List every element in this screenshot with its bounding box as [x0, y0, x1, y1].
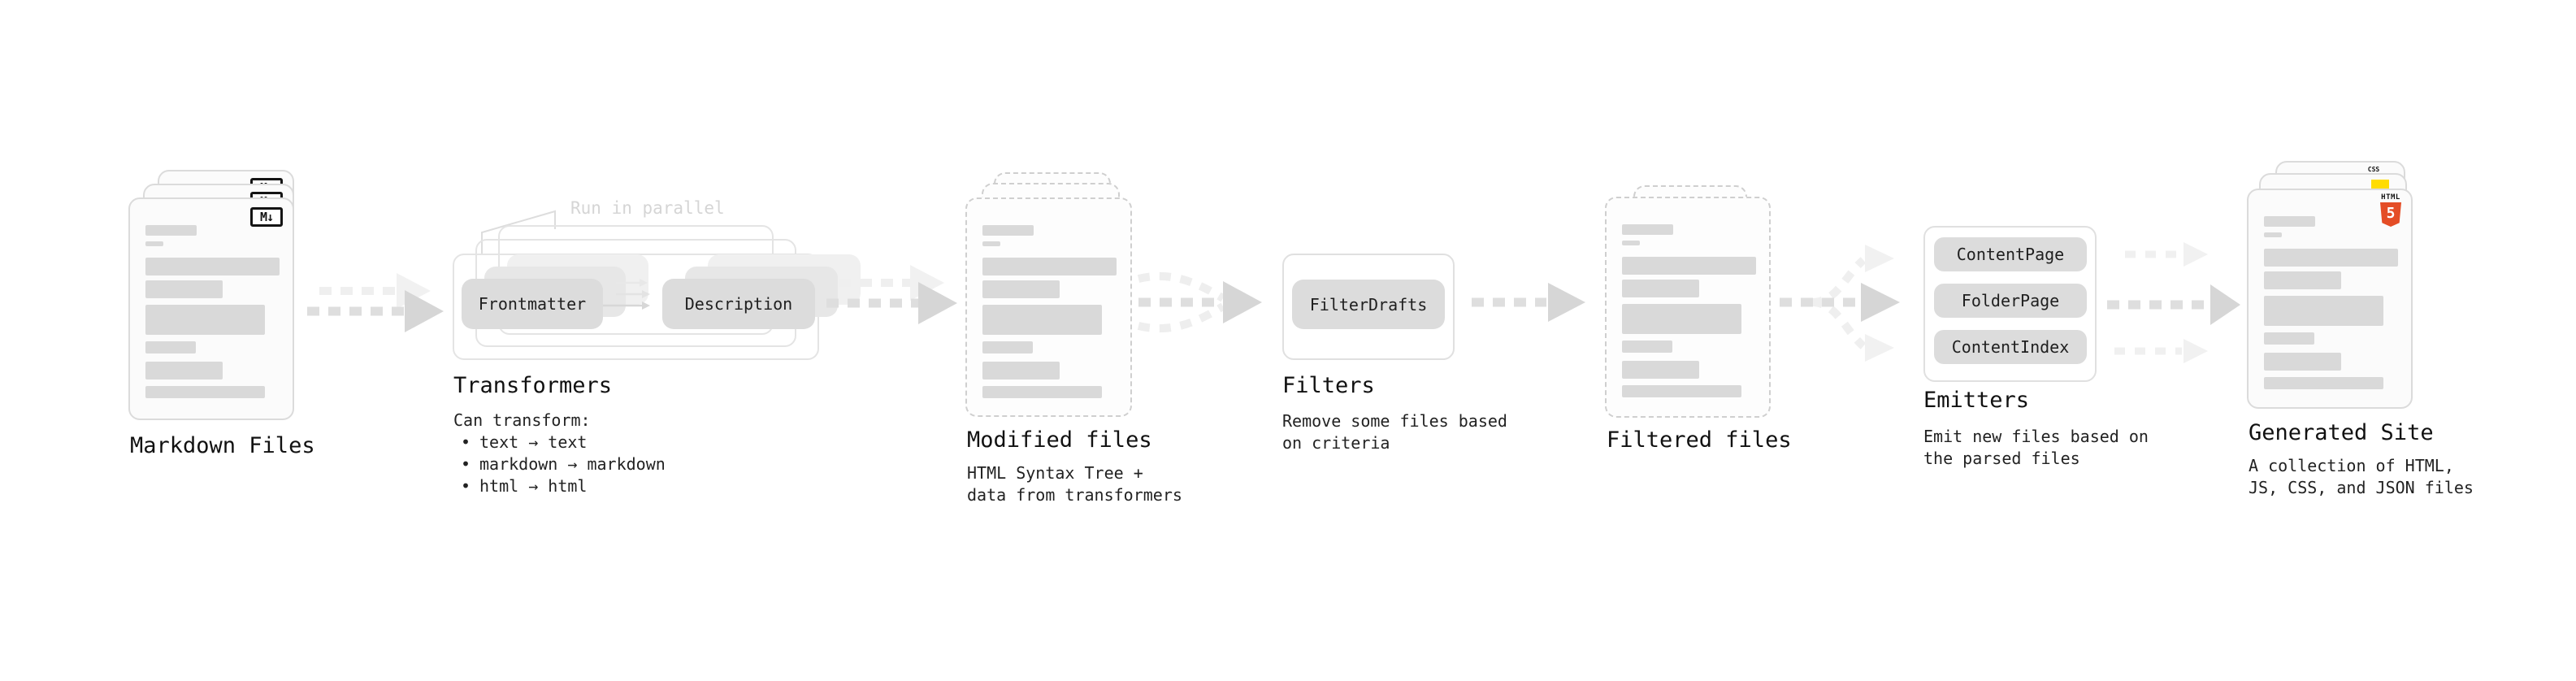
- parallel-mini-arrows: [603, 279, 650, 310]
- flow-arrow-modified-to-filters: [1137, 271, 1262, 333]
- description-pill: Description: [662, 279, 815, 329]
- transformers-bullet-list: • text → text • markdown → markdown • ht…: [460, 432, 666, 497]
- bullet-dot: •: [460, 454, 471, 474]
- contentpage-pill: ContentPage: [1934, 237, 2087, 271]
- html5-shield: 5: [2380, 202, 2401, 227]
- filtered-card-front: [1605, 197, 1771, 418]
- modified-card-front: [965, 197, 1132, 417]
- emitters-frame: [1923, 226, 2097, 382]
- bullet-item: • text → text: [460, 432, 666, 453]
- bullet-dot: •: [460, 432, 471, 452]
- generated-site-caption: A collection of HTML, JS, CSS, and JSON …: [2249, 456, 2474, 497]
- flow-arrow-markdown-to-transformers: [307, 273, 444, 332]
- frontmatter-pill: Frontmatter: [462, 279, 603, 329]
- flow-arrow-filters-to-filtered: [1472, 283, 1585, 322]
- emitters-title: Emitters: [1923, 388, 2030, 413]
- bullet-item: • markdown → markdown: [460, 453, 666, 475]
- emitters-caption: Emit new files based on the parsed files: [1923, 427, 2149, 468]
- bullet-text: text → text: [479, 432, 588, 452]
- filtered-files-title: Filtered files: [1607, 427, 1792, 453]
- filters-caption: Remove some files based on criteria: [1282, 411, 1507, 453]
- css-word: CSS: [2367, 166, 2380, 173]
- html5-word: HTML: [2381, 193, 2400, 202]
- filters-frame: [1282, 254, 1455, 360]
- modified-files-title: Modified files: [967, 427, 1152, 453]
- folderpage-pill: FolderPage: [1934, 284, 2087, 318]
- run-in-parallel-label: Run in parallel: [570, 198, 725, 218]
- modified-files-caption: HTML Syntax Tree + data from transformer…: [967, 463, 1182, 505]
- filters-title: Filters: [1282, 373, 1375, 398]
- site-card-html: HTML 5: [2247, 189, 2413, 409]
- filterdrafts-pill: FilterDrafts: [1292, 280, 1445, 329]
- bullet-text: html → html: [479, 476, 588, 496]
- flow-arrow-emitters-to-site: [2107, 242, 2240, 363]
- transformers-caption: Can transform:: [453, 410, 591, 430]
- flow-arrow-filtered-to-emitters: [1780, 245, 1900, 362]
- bullet-dot: •: [460, 476, 471, 496]
- js-icon: [2371, 180, 2389, 189]
- transformers-title: Transformers: [453, 373, 613, 398]
- flow-arrow-transformers-to-modified: [826, 265, 957, 324]
- contentindex-pill: ContentIndex: [1934, 330, 2087, 364]
- markdown-files-title: Markdown Files: [130, 433, 315, 458]
- bullet-text: markdown → markdown: [479, 454, 666, 474]
- generated-site-title: Generated Site: [2249, 420, 2434, 445]
- html5-icon: HTML 5: [2379, 193, 2403, 227]
- markdown-card-front: M↓: [128, 197, 294, 420]
- markdown-icon: M↓: [250, 207, 283, 227]
- bullet-item: • html → html: [460, 475, 666, 497]
